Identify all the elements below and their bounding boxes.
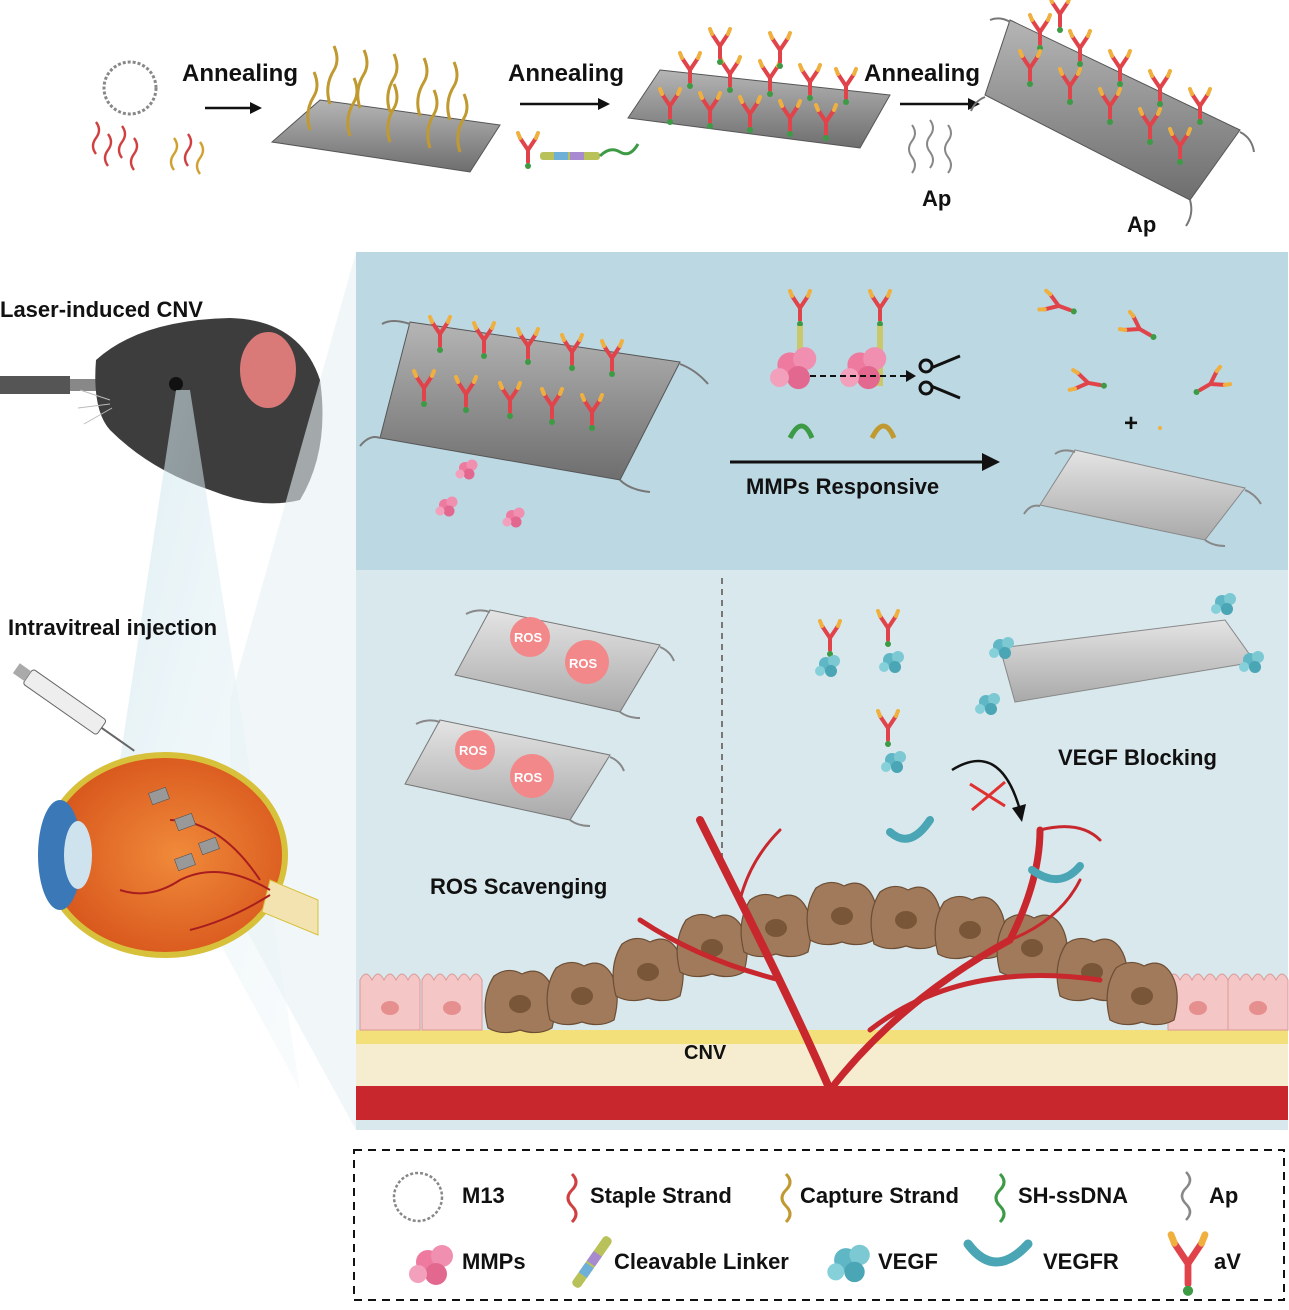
capture-strands-cluster — [169, 133, 205, 175]
ros-badge-1: ROS — [514, 630, 543, 645]
antibody-icon — [1171, 1235, 1205, 1296]
legend-label-sh-ssdna: SH-ssDNA — [1018, 1183, 1129, 1208]
blocked-binding-arrow — [951, 759, 1026, 822]
arrow-3 — [900, 98, 980, 110]
legend-label-vegfr: VEGFR — [1043, 1249, 1119, 1274]
mmps-responsive-label: MMPs Responsive — [746, 474, 940, 499]
ap-label-final: Ap — [1127, 212, 1157, 237]
syringe — [12, 663, 135, 752]
ros-badge-3: ROS — [459, 743, 488, 758]
ap-label-top: Ap — [922, 186, 952, 211]
legend-label-m13: M13 — [462, 1183, 505, 1208]
annealing-label-2: Annealing — [508, 60, 625, 87]
bare-origami — [1023, 449, 1262, 547]
ros-badge-4: ROS — [514, 770, 543, 785]
annealing-label-1: Annealing — [182, 60, 299, 87]
nanostructure-before-cleavage — [359, 315, 709, 493]
sh-ssdna-icon — [994, 1172, 1006, 1224]
legend-box — [353, 1149, 1285, 1301]
cleavable-linker-icon — [572, 1236, 612, 1288]
staple-strands-cluster — [91, 121, 139, 171]
ros-scavenging-label: ROS Scavenging — [430, 874, 608, 899]
m13-scaffold-icon — [102, 60, 158, 116]
legend-label-capture: Capture Strand — [800, 1183, 959, 1208]
vegfr-receptors — [886, 816, 1084, 883]
cnv-label: CNV — [684, 1042, 727, 1064]
legend-label-av: aV — [1214, 1249, 1241, 1274]
origami-bound-vegf — [975, 593, 1264, 715]
m13-circle-icon — [392, 1171, 444, 1223]
final-nanostructure — [970, 0, 1255, 227]
plus-sign: + — [1124, 410, 1139, 437]
mmp-cluster-icon — [409, 1245, 453, 1285]
legend-label-linker: Cleavable Linker — [614, 1249, 789, 1274]
aptamer-icon — [1180, 1171, 1192, 1221]
vegf-blocking-label: VEGF Blocking — [1058, 745, 1217, 770]
aptamer-strands — [908, 119, 952, 174]
ros-badge-2: ROS — [569, 656, 598, 671]
released-antibodies — [1037, 288, 1233, 430]
legend-label-ap: Ap — [1209, 1183, 1239, 1208]
eye-cross-section — [38, 752, 319, 958]
antibody-linker-conjugate — [516, 131, 640, 171]
origami-with-capture-strands — [270, 45, 501, 173]
ros-origami-1 — [454, 609, 675, 719]
neovasculature — [637, 816, 1103, 1094]
cleavage-mechanism — [770, 289, 961, 440]
annealing-label-3: Annealing — [864, 60, 981, 87]
intravitreal-injection-label: Intravitreal injection — [8, 615, 218, 640]
mouse-head — [77, 318, 323, 504]
staple-strand-icon — [566, 1172, 578, 1224]
capture-strand-icon — [780, 1172, 792, 1224]
retina-tissue — [356, 881, 1289, 1120]
vegfr-receptor-icon — [963, 1239, 1033, 1267]
legend-label-mmps: MMPs — [462, 1249, 526, 1274]
legend-label-vegf: VEGF — [878, 1249, 938, 1274]
responsive-arrow — [730, 453, 1000, 471]
legend-label-staple: Staple Strand — [590, 1183, 732, 1208]
arrow-1 — [205, 102, 262, 114]
ros-origami-2 — [404, 719, 625, 827]
scissors-icon — [918, 354, 961, 400]
arrow-2 — [520, 98, 610, 110]
vegf-cluster-icon — [827, 1244, 870, 1283]
origami-with-antibodies — [627, 27, 891, 149]
laser-cnv-label: Laser-induced CNV — [0, 297, 203, 322]
